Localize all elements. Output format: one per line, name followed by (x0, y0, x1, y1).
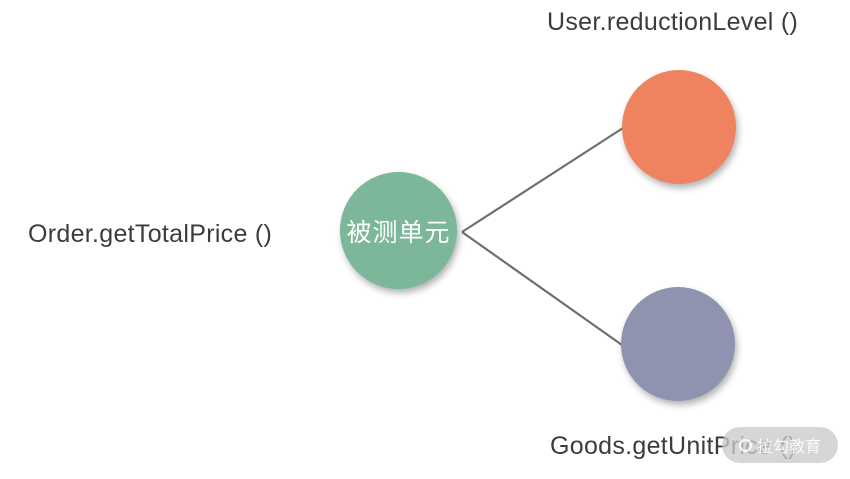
user-reductionlevel-label: User.reductionLevel () (547, 8, 799, 36)
connector-to-goods-node (461, 231, 623, 346)
goods-dependency-node (621, 287, 735, 401)
lagou-logo-icon (738, 438, 752, 452)
order-gettotalprice-label: Order.getTotalPrice () (28, 220, 273, 248)
watermark-badge: 拉勾教育 (722, 427, 838, 463)
user-dependency-node (622, 70, 736, 184)
unit-under-test-node-label: 被测单元 (346, 218, 451, 247)
watermark-text: 拉勾教育 (756, 439, 821, 456)
unit-under-test-node: 被测单元 (340, 172, 457, 289)
connector-to-user-node (461, 127, 624, 233)
